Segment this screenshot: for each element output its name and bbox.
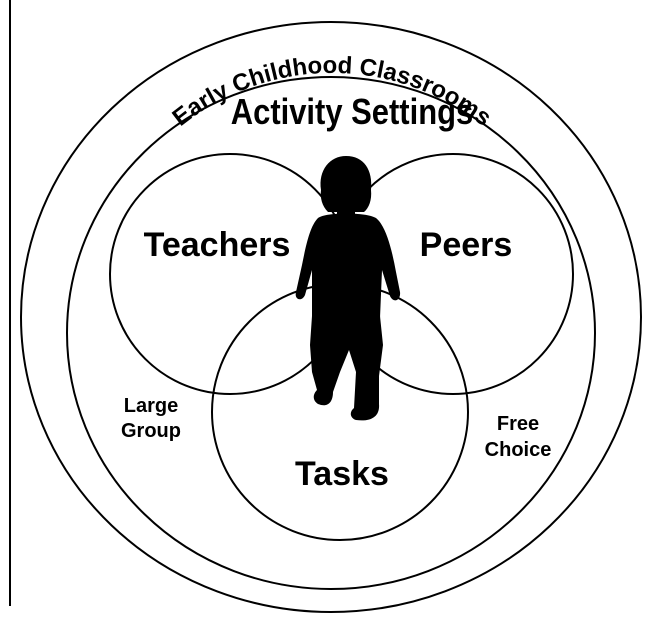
child-silhouette-icon [295, 156, 401, 421]
large-group-label-line2: Group [121, 420, 181, 442]
classrooms-ring [20, 21, 642, 613]
free-choice-label-line1: Free [497, 413, 539, 435]
tasks-label: Tasks [295, 455, 389, 493]
large-group-label-line1: Large [124, 395, 178, 417]
activity-settings-ring [66, 76, 596, 590]
peers-label: Peers [420, 226, 513, 264]
teachers-label: Teachers [144, 226, 291, 264]
activity-settings-label: Activity Settings [231, 93, 473, 133]
left-border-line [9, 0, 11, 606]
free-choice-label-line2: Choice [485, 439, 552, 461]
